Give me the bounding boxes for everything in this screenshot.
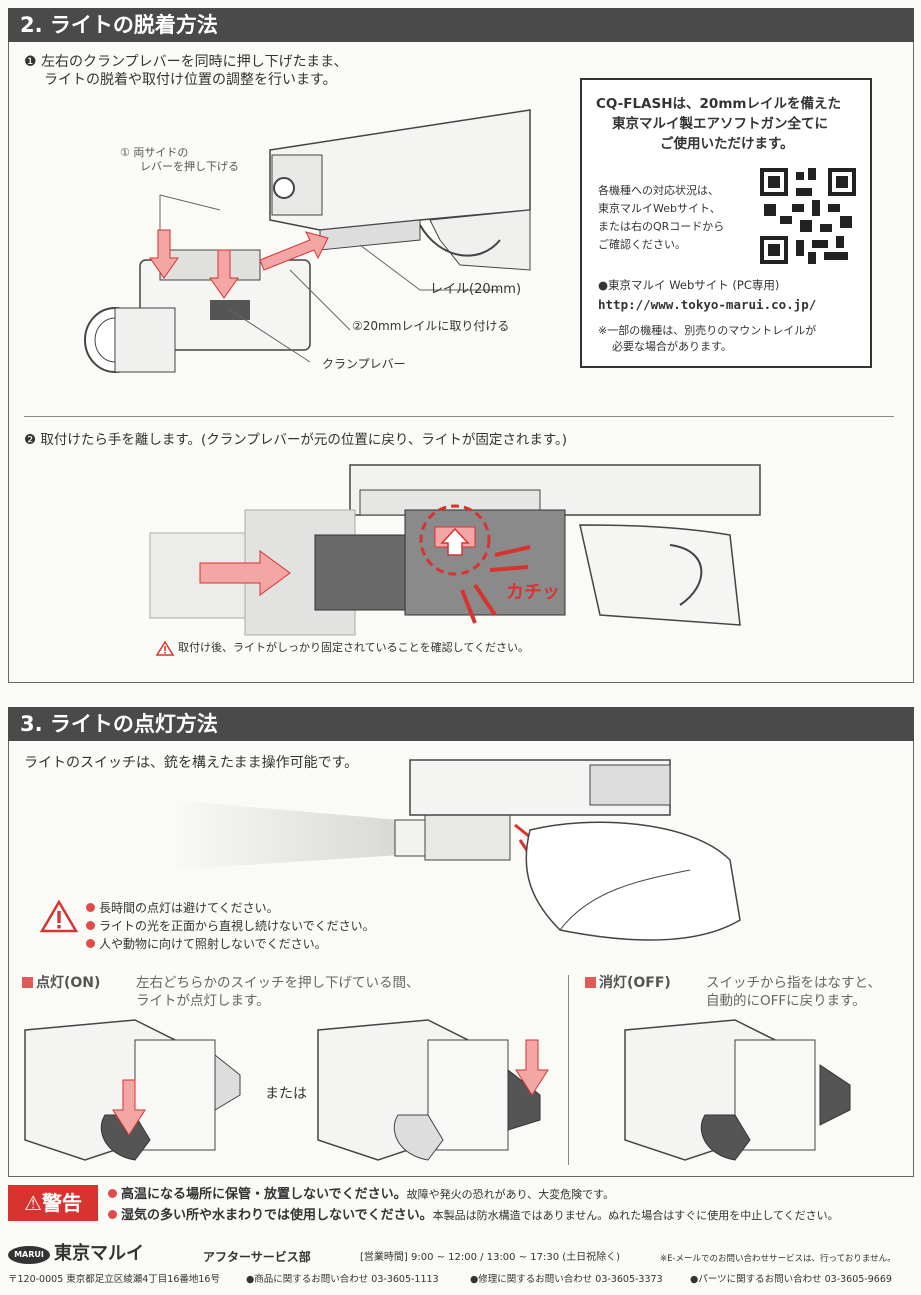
- address: 〒120-0005 東京都足立区綾瀬4丁目16番地16号: [8, 1274, 220, 1285]
- section3-intro: ライトのスイッチは、銃を構えたまま操作可能です。: [24, 755, 359, 771]
- step1-line2: ライトの脱着や取付け位置の調整を行います。: [44, 72, 337, 88]
- info-site-label: ●東京マルイ Webサイト (PC専用): [598, 278, 780, 292]
- warning-item-2: ライトの光を正面から直視し続けないでください。: [86, 918, 375, 935]
- section2-header: 2. ライトの脱着方法: [8, 8, 914, 42]
- aiming-illustration: [170, 759, 741, 941]
- warning-line-1: 高温になる場所に保管・放置しないでください。故障や発火の恐れがあり、大変危険です…: [108, 1186, 614, 1203]
- caution-text: 取付け後、ライトがしっかり固定されていることを確認してください。: [178, 641, 530, 654]
- section2-divider: [24, 416, 894, 417]
- info-body-4: ご確認ください。: [598, 238, 686, 251]
- info-note-1: ※一部の機種は、別売りのマウントレイルが: [598, 324, 817, 337]
- on-label: 点灯(ON): [22, 975, 100, 992]
- info-body-2: 東京マルイWebサイト、: [598, 202, 721, 215]
- off-desc-1: スイッチから指をはなすと、: [706, 975, 881, 991]
- info-url-link[interactable]: http://www.tokyo-marui.co.jp/: [598, 297, 817, 312]
- info-title-3: ご使用いただけます。: [660, 136, 794, 152]
- callout-press-2: レバーを押し下げる: [140, 160, 239, 173]
- step2-text: ❷ 取付けたら手を離します。(クランプレバーが元の位置に戻り、ライトが固定されま…: [24, 432, 568, 448]
- info-title-2: 東京マルイ製エアソフトガン全てに: [612, 116, 828, 132]
- contact-parts: ●パーツに関するお問い合わせ 03-3605-9669: [690, 1274, 892, 1285]
- info-note-2: 必要な場合があります。: [612, 340, 732, 353]
- attach-illustration: [84, 109, 531, 373]
- on-desc-2: ライトが点灯します。: [136, 993, 270, 1009]
- warning-line-2: 湿気の多い所や水まわりでは使用しないでください。本製品は防水構造ではありません。…: [108, 1207, 839, 1224]
- warning-badge: ⚠警告: [8, 1185, 98, 1221]
- callout-rail: レイル(20mm): [430, 282, 522, 297]
- on-desc-1: 左右どちらかのスイッチを押し下げている間、: [136, 975, 420, 991]
- on-off-divider: [568, 975, 569, 1165]
- off-desc-2: 自動的にOFFに戻ります。: [706, 993, 866, 1009]
- switch-off-illustration: [624, 1019, 851, 1161]
- company-name: 東京マルイ: [54, 1243, 144, 1264]
- step1-line1: ❶ 左右のクランプレバーを同時に押し下げたまま、: [24, 54, 348, 70]
- switch-right-illustration: [317, 1019, 549, 1161]
- off-label: 消灯(OFF): [585, 975, 671, 992]
- callout-attach: ②20mmレイルに取り付ける: [352, 319, 510, 333]
- callout-clamp: クランプレバー: [322, 357, 406, 371]
- warning-item-3: 人や動物に向けて照射しないでください。: [86, 936, 327, 953]
- callout-press-1: ① 両サイドの: [120, 146, 189, 159]
- email-note: ※E-メールでのお問い合わせサービスは、行っておりません。: [660, 1254, 896, 1264]
- contact-product: ●商品に関するお問い合わせ 03-3605-1113: [246, 1274, 439, 1285]
- compatibility-info-box: CQ-FLASHは、20mmレイルを備えた 東京マルイ製エアソフトガン全てに ご…: [580, 78, 872, 368]
- info-body-3: または右のQRコードから: [598, 220, 725, 233]
- click-sound-text: カチッ: [506, 582, 560, 603]
- after-service-dept: アフターサービス部: [203, 1250, 311, 1264]
- info-body-1: 各機種への対応状況は、: [598, 184, 719, 197]
- business-hours: [営業時間] 9:00 ~ 12:00 / 13:00 ~ 17:30 (土日祝…: [360, 1252, 621, 1263]
- or-text: または: [265, 1086, 307, 1102]
- fixed-illustration: [149, 464, 761, 636]
- info-title-1: CQ-FLASHは、20mmレイルを備えた: [596, 96, 841, 112]
- marui-logo: MARUI: [8, 1246, 50, 1264]
- qr-code-icon[interactable]: [760, 168, 856, 264]
- section3-header: 3. ライトの点灯方法: [8, 707, 914, 741]
- contact-repair: ●修理に関するお問い合わせ 03-3605-3373: [470, 1274, 663, 1285]
- switch-left-illustration: [24, 1019, 241, 1161]
- caution-triangle-icon: [155, 640, 175, 656]
- warning-item-1: 長時間の点灯は避けてください。: [86, 900, 279, 917]
- warning-triangle-icon: [39, 899, 79, 933]
